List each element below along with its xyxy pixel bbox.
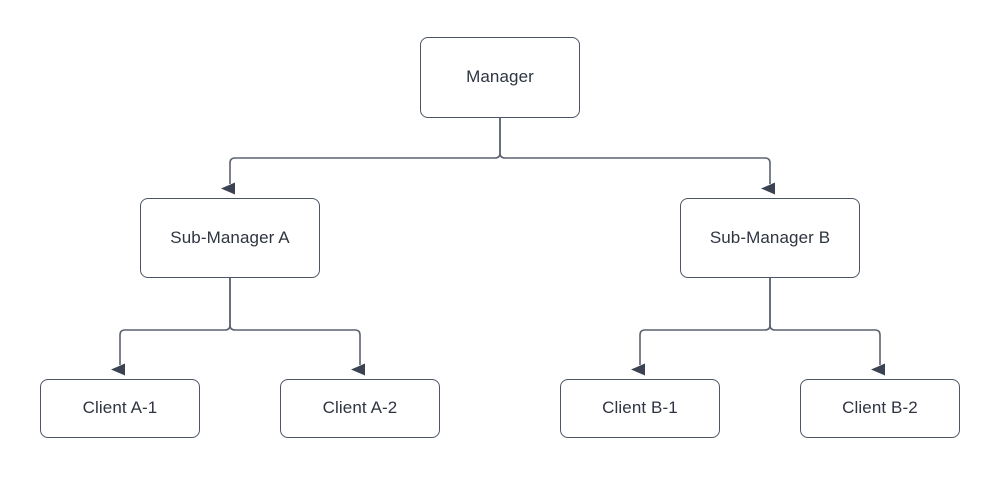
node-client-a-2-label: Client A-2	[322, 398, 398, 418]
node-sub-manager-a[interactable]: Sub-Manager A	[140, 198, 320, 278]
node-client-b-1-label: Client B-1	[602, 398, 678, 418]
edge-manager-to-submgr-a	[221, 118, 501, 195]
node-client-a-2[interactable]: Client A-2	[280, 379, 440, 438]
node-client-a-1-label: Client A-1	[82, 398, 158, 418]
edge-manager-to-submgr-b	[499, 118, 775, 195]
node-client-b-1[interactable]: Client B-1	[560, 379, 720, 438]
node-client-b-2-label: Client B-2	[842, 398, 918, 418]
node-client-a-1[interactable]: Client A-1	[40, 379, 200, 438]
node-client-b-2[interactable]: Client B-2	[800, 379, 960, 438]
edge-submgr-b-to-client-b2	[769, 278, 885, 376]
edge-submgr-b-to-client-b1	[631, 278, 771, 376]
node-sub-manager-b-label: Sub-Manager B	[709, 227, 831, 247]
node-sub-manager-a-label: Sub-Manager A	[170, 227, 290, 247]
node-manager-label: Manager	[466, 67, 534, 87]
edge-submgr-a-to-client-a1	[111, 278, 231, 376]
node-manager[interactable]: Manager	[420, 37, 580, 118]
edge-submgr-a-to-client-a2	[229, 278, 365, 376]
node-sub-manager-b[interactable]: Sub-Manager B	[680, 198, 860, 278]
